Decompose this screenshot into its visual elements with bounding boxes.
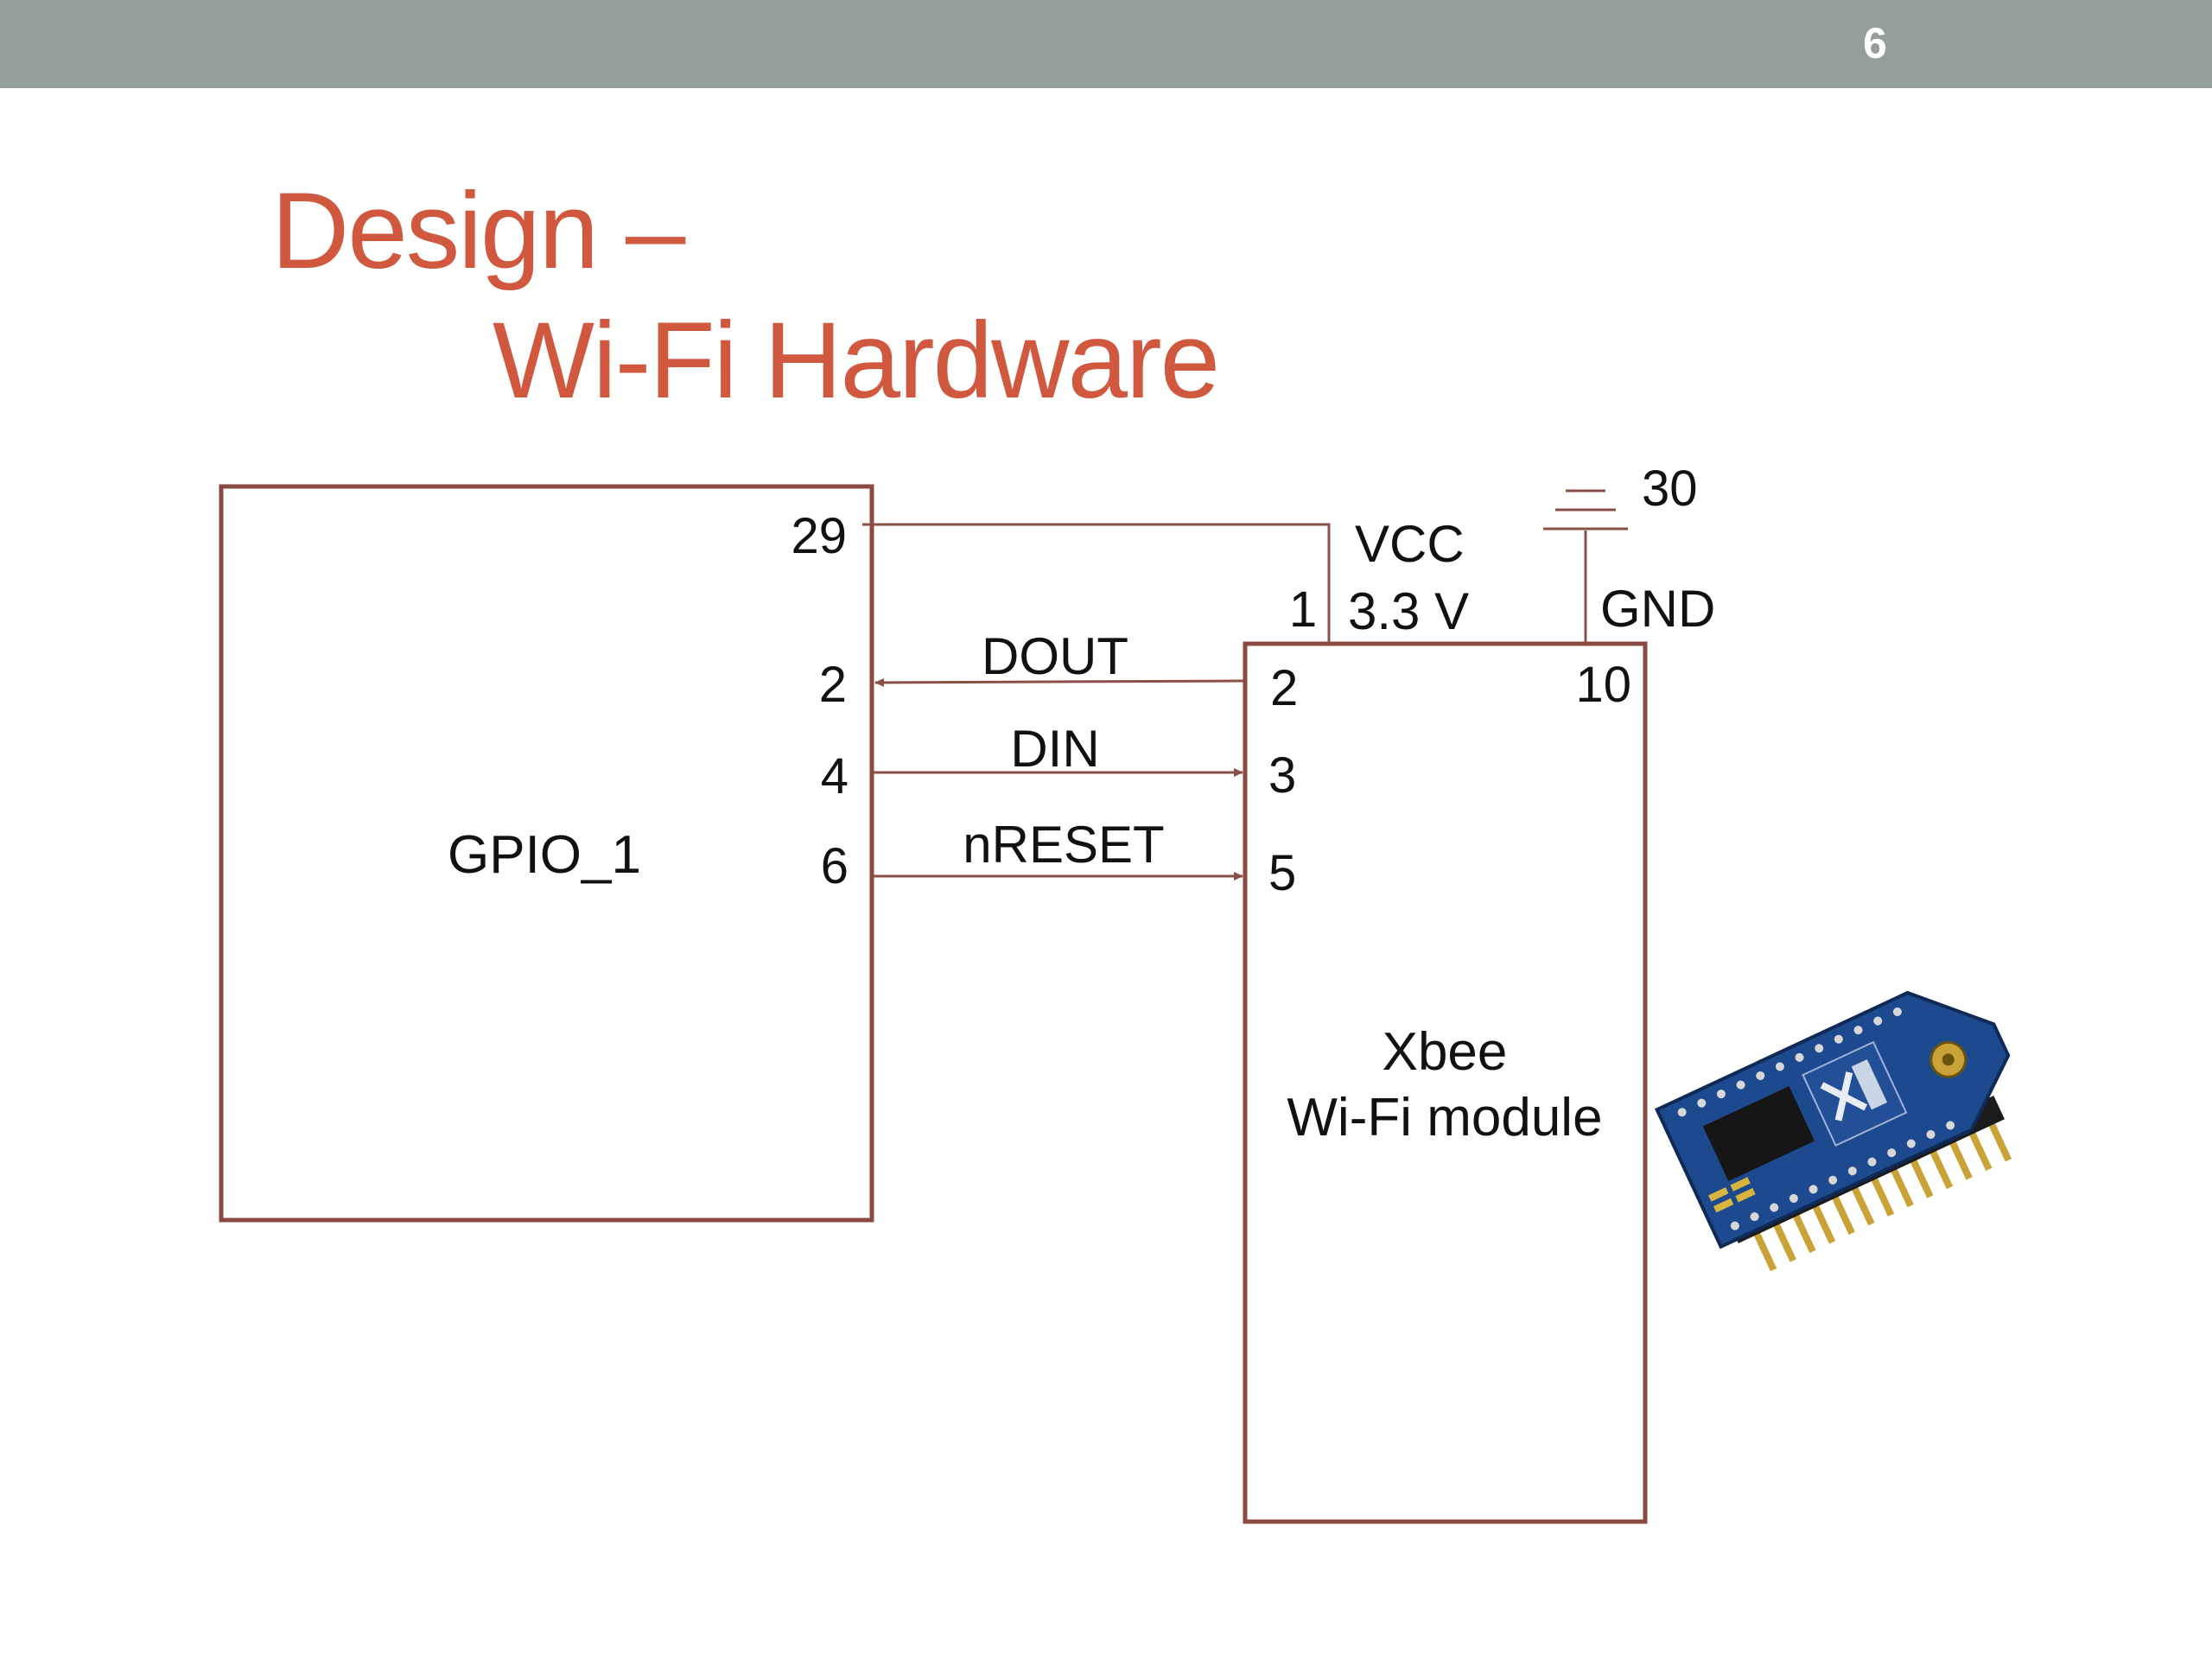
gpio-label: GPIO_1 [448, 825, 641, 885]
vcc-label: VCC [1355, 515, 1465, 573]
dout-wire [874, 677, 1246, 687]
ground-symbol [1543, 489, 1628, 531]
nreset-label: nRESET [963, 816, 1164, 874]
xbee-pin-1: 1 [1289, 582, 1317, 638]
xbee-pin-3: 3 [1268, 747, 1296, 804]
dout-label: DOUT [982, 627, 1128, 685]
vcc-wire [862, 523, 1331, 644]
gpio-pin-4: 4 [821, 748, 849, 804]
gnd-label: GND [1600, 580, 1715, 638]
xbee-label-line-1: Xbee [1382, 1022, 1508, 1082]
xbee-pin-2: 2 [1270, 660, 1298, 716]
vcc-voltage-label: 3.3 V [1348, 582, 1469, 640]
slide-number: 6 [1863, 19, 1887, 67]
slide-title-line-2: Wi-Fi Hardware [493, 301, 1220, 421]
gpio-block [219, 484, 874, 1223]
slide-title-line-1: Design – [271, 171, 685, 291]
xbee-label-line-2: Wi-Fi module [1287, 1088, 1602, 1147]
gpio-pin-2: 2 [819, 657, 847, 713]
xbee-pin-10: 10 [1575, 657, 1631, 713]
gpio-pin-29: 29 [791, 508, 847, 564]
din-label: DIN [1010, 720, 1099, 778]
header-bar: 6 [0, 0, 2212, 88]
xbee-block [1243, 641, 1648, 1524]
xbee-pin-5: 5 [1268, 845, 1296, 901]
gnd-pin-30: 30 [1642, 461, 1698, 517]
gpio-pin-6: 6 [821, 838, 849, 894]
